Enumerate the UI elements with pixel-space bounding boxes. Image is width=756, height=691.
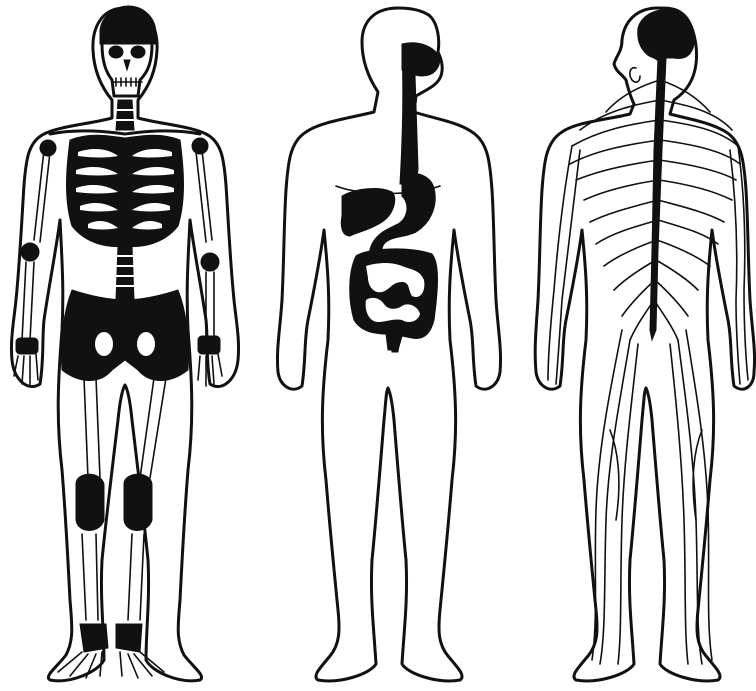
right-eye-socket [131,46,145,58]
left-forearm [22,262,34,340]
pelvis [61,290,188,381]
rectum [390,336,400,352]
liver [341,189,394,236]
nervous-illustration [510,0,756,691]
left-humerus [34,150,50,242]
right-ankle [116,624,142,652]
peripheral-nerves [548,80,748,664]
teeth [112,78,142,86]
left-shoulder-joint [40,140,56,156]
skeletal-system-figure [0,0,250,691]
left-hand-bones [14,354,38,386]
right-femur [140,378,166,478]
right-knee [124,474,152,530]
left-wrist [16,338,38,354]
obturator-right [137,332,155,356]
ear [630,68,640,82]
brain [638,10,695,62]
digestive-system-figure [262,0,508,691]
left-elbow-joint [21,243,39,261]
clavicles [50,131,200,134]
nasal-cavity [124,60,130,70]
lumbar-spine [116,246,134,300]
body-outline [535,8,754,681]
right-elbow-joint [201,253,219,271]
obturator-left [95,332,113,356]
right-wrist [198,336,220,354]
right-foot-bones [120,652,164,678]
right-humerus [196,150,212,242]
cervical-spine [116,100,134,130]
left-ankle [80,624,108,652]
left-tibia [82,534,98,620]
nervous-system-figure [510,0,756,691]
skeleton-illustration [0,0,250,691]
left-eye-socket [109,46,123,58]
left-knee [76,474,104,530]
left-femur [84,378,100,478]
digestive-illustration [262,0,508,691]
right-shoulder-joint [192,138,208,154]
right-tibia [128,534,144,620]
